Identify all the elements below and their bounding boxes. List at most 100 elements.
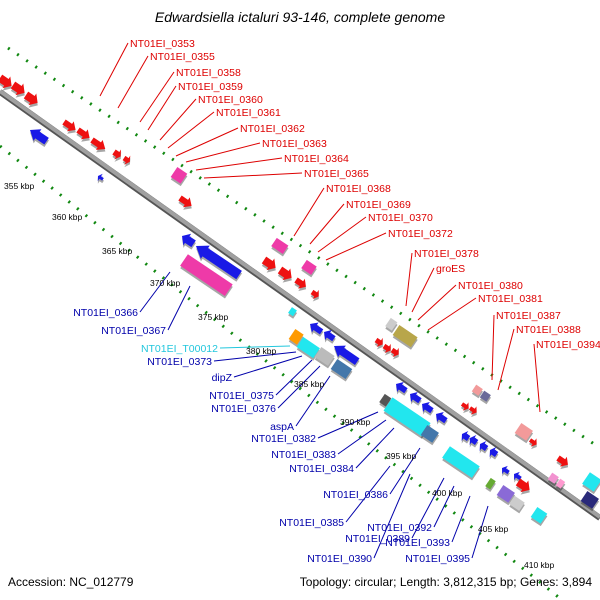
gene-feature[interactable]: [496, 485, 517, 506]
gene-feature[interactable]: [514, 423, 535, 444]
gene-feature[interactable]: [580, 491, 600, 512]
gene-label[interactable]: NT01EI_0380: [458, 280, 523, 292]
gene-feature[interactable]: [190, 239, 244, 284]
gene-feature[interactable]: [320, 327, 339, 346]
gene-label[interactable]: NT01EI_0370: [368, 212, 433, 224]
gene-label[interactable]: NT01EI_0366: [73, 307, 138, 319]
gene-feature[interactable]: [526, 436, 541, 451]
gene-label[interactable]: NT01EI_0375: [209, 390, 274, 402]
gene-feature[interactable]: [498, 464, 513, 479]
gene-feature[interactable]: [308, 287, 323, 303]
gene-label[interactable]: NT01EI_0355: [150, 51, 215, 63]
gene-label[interactable]: NT01EI_0394: [536, 339, 600, 351]
gene-feature[interactable]: [392, 325, 419, 350]
gene-label[interactable]: NT01EI_0383: [271, 449, 336, 461]
gene-label[interactable]: NT01EI_T00012: [141, 343, 218, 355]
gene-label[interactable]: NT01EI_0389: [345, 533, 410, 545]
gene-feature[interactable]: [306, 319, 327, 339]
gene-feature[interactable]: [432, 409, 451, 428]
gene-feature[interactable]: [382, 397, 431, 439]
gene-feature[interactable]: [25, 124, 52, 149]
gene-feature[interactable]: [330, 359, 354, 382]
gene-label[interactable]: NT01EI_0387: [496, 310, 561, 322]
gene-label[interactable]: NT01EI_0361: [216, 107, 281, 119]
gene-feature[interactable]: [21, 89, 43, 111]
gene-label[interactable]: NT01EI_0353: [130, 38, 195, 50]
gene-label[interactable]: NT01EI_0372: [388, 228, 453, 240]
gene-feature[interactable]: [392, 379, 411, 398]
gene-feature[interactable]: [60, 117, 81, 137]
gene-feature[interactable]: [420, 425, 441, 446]
gene-label[interactable]: NT01EI_0392: [367, 522, 432, 534]
gene-feature[interactable]: [120, 153, 134, 169]
gene-feature[interactable]: [508, 495, 526, 514]
gene-feature[interactable]: [476, 439, 492, 456]
gene-label[interactable]: NT01EI_0385: [279, 517, 344, 529]
gene-feature[interactable]: [581, 472, 600, 495]
gene-feature[interactable]: [384, 317, 399, 334]
gene-label[interactable]: dipZ: [212, 372, 233, 384]
gene-feature[interactable]: [466, 433, 482, 450]
gene-feature[interactable]: [513, 476, 535, 498]
gene-feature[interactable]: [88, 135, 110, 156]
gene-feature[interactable]: [378, 393, 393, 410]
gene-label[interactable]: NT01EI_0393: [385, 537, 450, 549]
gene-label[interactable]: NT01EI_0378: [414, 248, 479, 260]
gene-feature[interactable]: [388, 345, 403, 361]
gene-label[interactable]: NT01EI_0369: [346, 199, 411, 211]
gene-feature[interactable]: [74, 125, 95, 145]
gene-label[interactable]: NT01EI_0359: [178, 81, 243, 93]
gene-feature[interactable]: [300, 259, 318, 278]
gene-label[interactable]: NT01EI_0388: [516, 324, 581, 336]
gene-feature[interactable]: [179, 254, 234, 299]
gene-feature[interactable]: [555, 478, 567, 492]
gene-feature[interactable]: [380, 341, 395, 357]
gene-feature[interactable]: [547, 472, 560, 487]
gene-feature[interactable]: [458, 400, 473, 415]
gene-feature[interactable]: [471, 384, 484, 399]
gene-label[interactable]: NT01EI_0390: [307, 553, 372, 565]
gene-label[interactable]: NT01EI_0368: [326, 183, 391, 195]
gene-feature[interactable]: [275, 264, 297, 286]
gene-feature[interactable]: [177, 230, 199, 252]
gene-feature[interactable]: [170, 167, 189, 187]
gene-label[interactable]: NT01EI_0363: [262, 138, 327, 150]
gene-label[interactable]: NT01EI_0395: [405, 553, 470, 565]
gene-label[interactable]: NT01EI_0373: [147, 356, 212, 368]
gene-label[interactable]: NT01EI_0386: [323, 489, 388, 501]
gene-feature[interactable]: [314, 347, 336, 369]
gene-feature[interactable]: [466, 404, 481, 419]
gene-feature[interactable]: [176, 193, 197, 213]
gene-label[interactable]: NT01EI_0364: [284, 153, 349, 165]
gene-label[interactable]: NT01EI_0381: [478, 293, 543, 305]
gene-feature[interactable]: [287, 307, 298, 319]
gene-label[interactable]: NT01EI_0365: [304, 168, 369, 180]
gene-feature[interactable]: [554, 453, 573, 472]
gene-feature[interactable]: [484, 477, 497, 492]
gene-label[interactable]: NT01EI_0376: [211, 403, 276, 415]
gene-label[interactable]: NT01EI_0367: [101, 325, 166, 337]
gene-feature[interactable]: [441, 446, 481, 481]
gene-feature[interactable]: [0, 72, 17, 94]
gene-feature[interactable]: [259, 254, 281, 276]
gene-label[interactable]: NT01EI_0360: [198, 94, 263, 106]
gene-label[interactable]: NT01EI_0358: [176, 67, 241, 79]
gene-feature[interactable]: [486, 445, 502, 462]
gene-feature[interactable]: [296, 337, 322, 361]
gene-label[interactable]: NT01EI_0362: [240, 123, 305, 135]
gene-label[interactable]: NT01EI_0382: [251, 433, 316, 445]
gene-feature[interactable]: [8, 79, 30, 101]
gene-feature[interactable]: [479, 390, 492, 405]
gene-feature[interactable]: [329, 340, 362, 370]
gene-label[interactable]: NT01EI_0384: [289, 463, 354, 475]
gene-feature[interactable]: [110, 147, 126, 164]
gene-feature[interactable]: [418, 399, 437, 418]
gene-feature[interactable]: [292, 275, 311, 294]
gene-feature[interactable]: [406, 389, 425, 408]
gene-feature[interactable]: [94, 172, 106, 185]
gene-feature[interactable]: [270, 237, 290, 257]
gene-label[interactable]: groES: [436, 263, 465, 275]
gene-feature[interactable]: [372, 335, 387, 351]
gene-label[interactable]: aspA: [270, 421, 294, 433]
gene-feature[interactable]: [530, 507, 549, 527]
